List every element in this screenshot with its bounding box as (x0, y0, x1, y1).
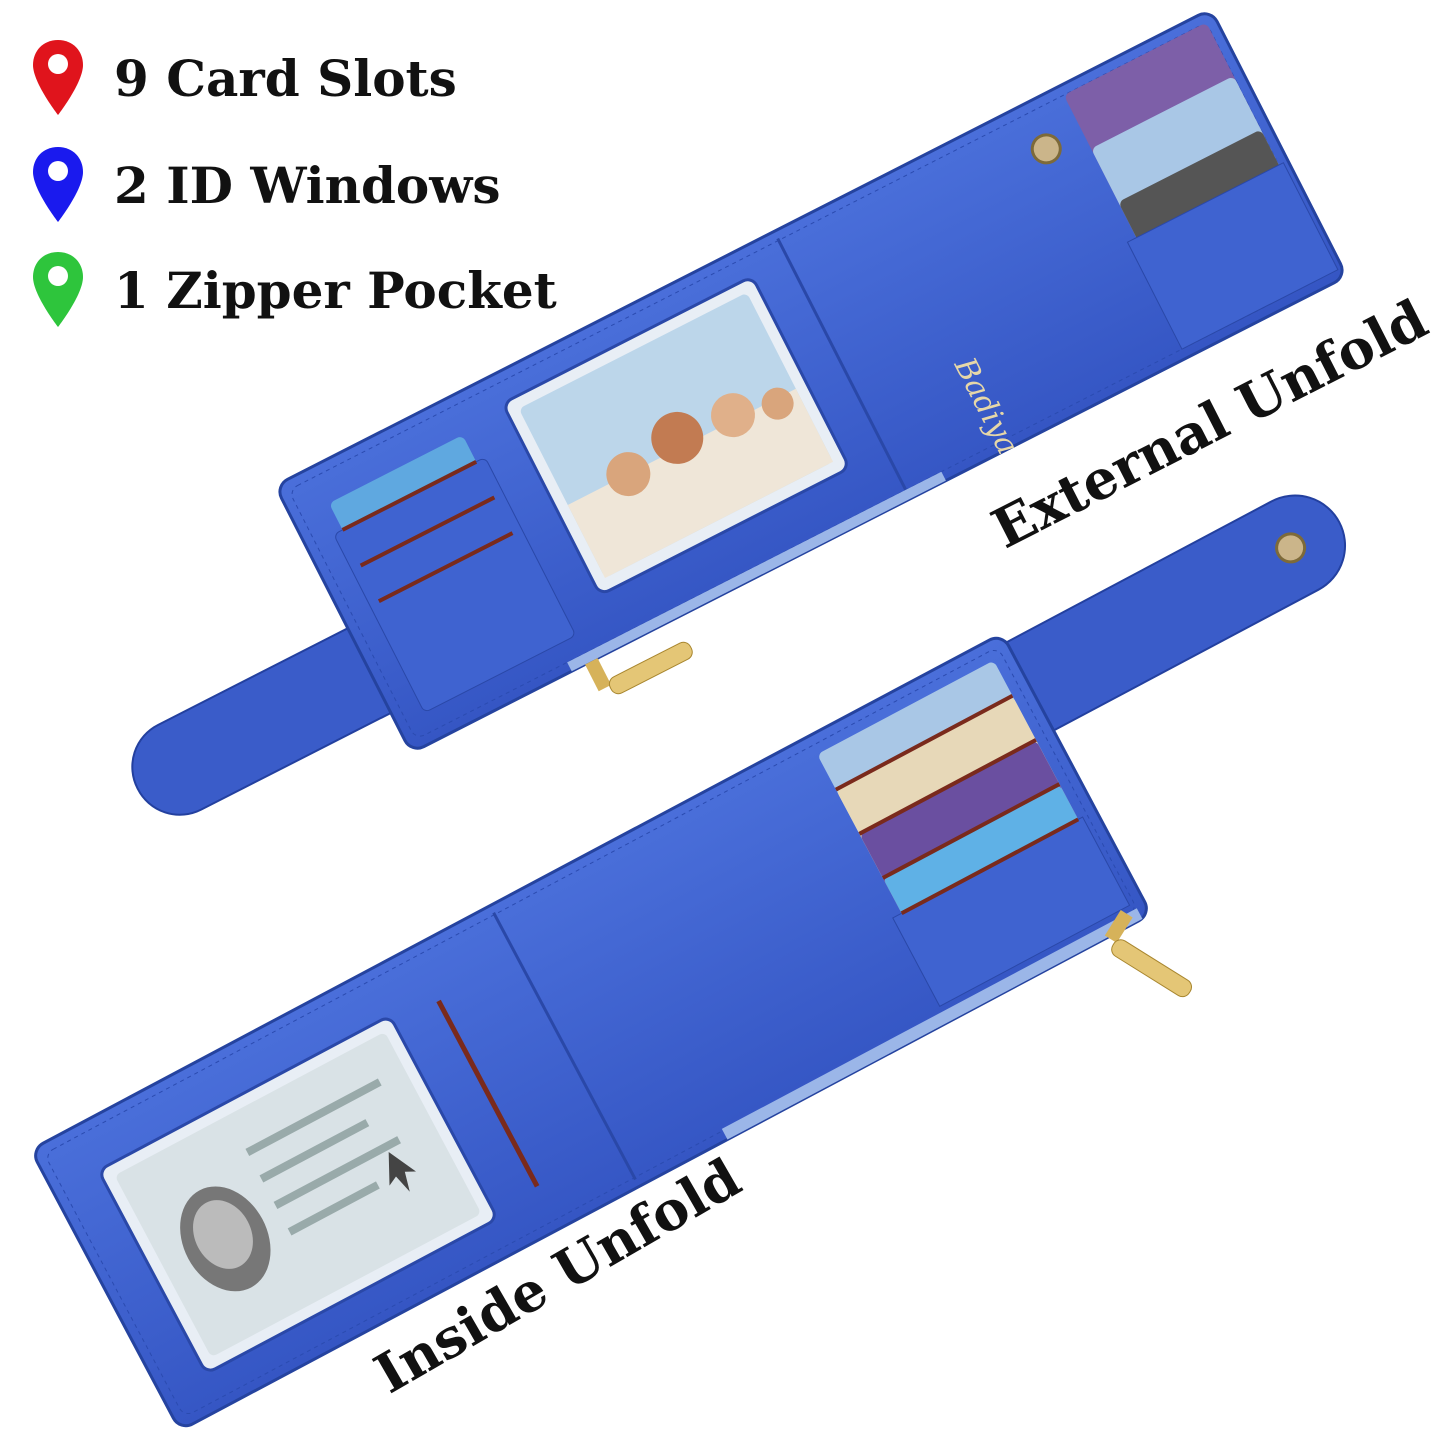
card-slots-right (1065, 24, 1339, 350)
id-window-photo (504, 278, 848, 594)
snap-stud (1275, 532, 1307, 564)
feature-zipper-pocket: 1 Zipper Pocket (30, 250, 557, 330)
external-unfold-wallet: Badiya (131, 12, 1344, 816)
card-slots (819, 662, 1131, 1007)
feature-card-slots: 9 Card Slots (30, 38, 457, 118)
feature-label: 2 ID Windows (114, 155, 501, 215)
card-slots-left (330, 437, 575, 712)
map-pin-icon (33, 252, 83, 327)
zipper-pull (1104, 910, 1193, 998)
inside-unfold-wallet (34, 494, 1347, 1428)
snap-button (1030, 133, 1062, 165)
map-pin-icon (33, 40, 83, 115)
feature-id-windows: 2 ID Windows (30, 145, 500, 225)
id-window-resident-card (100, 1017, 496, 1372)
map-pin-icon (33, 147, 83, 222)
zipper-pocket (721, 908, 1143, 1140)
feature-label: 1 Zipper Pocket (114, 260, 557, 320)
feature-label: 9 Card Slots (114, 48, 457, 108)
zipper-pull (585, 641, 693, 695)
zipper-pocket (567, 471, 946, 672)
